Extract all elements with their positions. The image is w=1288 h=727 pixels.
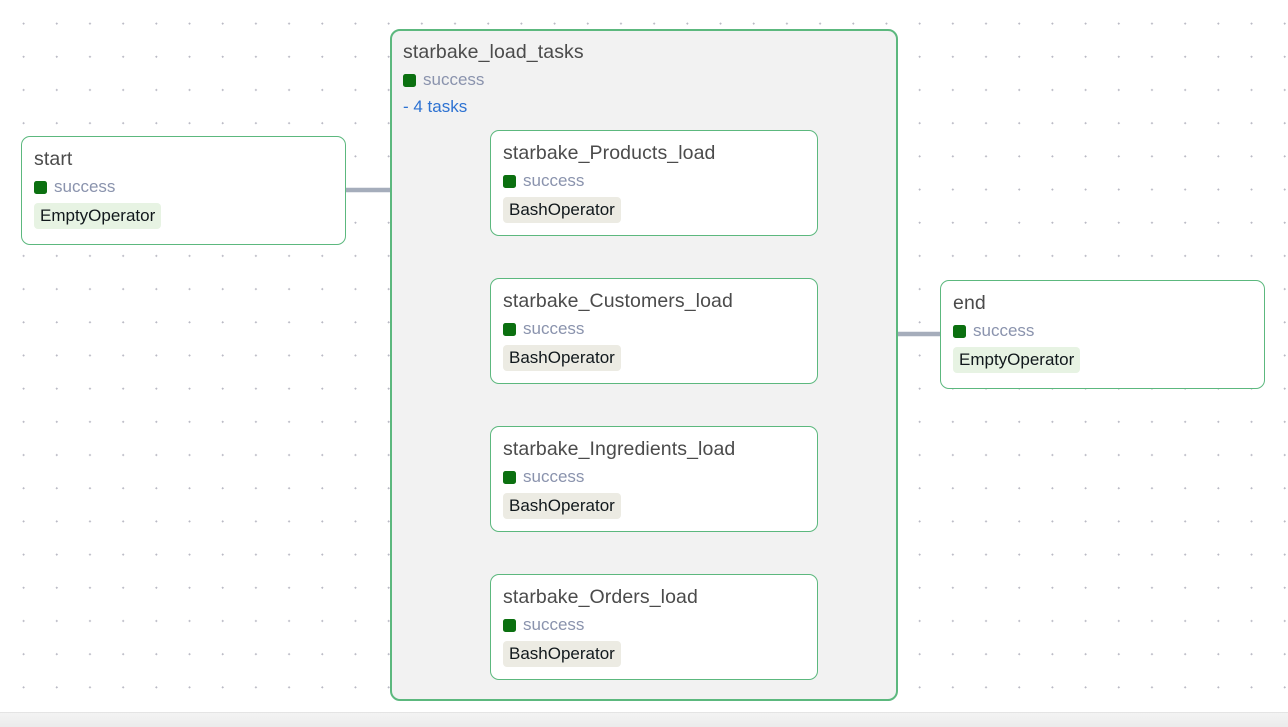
- task-node-status: success: [503, 171, 805, 191]
- task-node-status: success: [953, 321, 1252, 341]
- task-node-title: start: [34, 148, 73, 170]
- task-node-status-label: success: [54, 177, 116, 196]
- task-node-end[interactable]: end success EmptyOperator: [940, 280, 1265, 389]
- task-node-status: success: [503, 615, 805, 635]
- task-node-start[interactable]: start success EmptyOperator: [21, 136, 346, 245]
- dag-graph-canvas[interactable]: start success EmptyOperator starbake_loa…: [0, 0, 1288, 712]
- operator-badge: EmptyOperator: [953, 347, 1081, 373]
- task-node-starbake-products-load[interactable]: starbake_Products_load success BashOpera…: [490, 130, 818, 236]
- task-group-starbake-load-tasks[interactable]: starbake_load_tasks success - 4 tasks st…: [390, 29, 898, 701]
- task-node-status-label: success: [973, 321, 1035, 340]
- task-node-status: success: [503, 467, 805, 487]
- task-group-collapse-link[interactable]: - 4 tasks: [403, 97, 468, 116]
- task-node-status: success: [34, 177, 333, 197]
- status-square-success-icon: [34, 180, 47, 194]
- task-node-status-label: success: [523, 615, 585, 634]
- task-node-status: success: [503, 319, 805, 339]
- task-group-header[interactable]: starbake_load_tasks success - 4 tasks: [403, 39, 703, 117]
- status-square-success-icon: [503, 174, 516, 188]
- operator-badge: BashOperator: [503, 345, 621, 371]
- task-group-title: starbake_load_tasks: [403, 41, 584, 63]
- task-group-status-label: success: [423, 70, 485, 89]
- status-square-success-icon: [503, 322, 516, 336]
- task-node-starbake-orders-load[interactable]: starbake_Orders_load success BashOperato…: [490, 574, 818, 680]
- status-square-success-icon: [953, 324, 966, 338]
- status-square-success-icon: [503, 470, 516, 484]
- task-node-title: starbake_Orders_load: [503, 586, 698, 608]
- task-node-starbake-ingredients-load[interactable]: starbake_Ingredients_load success BashOp…: [490, 426, 818, 532]
- operator-badge: EmptyOperator: [34, 203, 162, 229]
- operator-badge: BashOperator: [503, 493, 621, 519]
- status-square-success-icon: [503, 618, 516, 632]
- task-node-title: end: [953, 292, 986, 314]
- task-node-status-label: success: [523, 171, 585, 190]
- operator-badge: BashOperator: [503, 641, 621, 667]
- status-square-success-icon: [403, 73, 416, 87]
- operator-badge: BashOperator: [503, 197, 621, 223]
- task-node-starbake-customers-load[interactable]: starbake_Customers_load success BashOper…: [490, 278, 818, 384]
- task-node-title: starbake_Products_load: [503, 142, 716, 164]
- task-node-status-label: success: [523, 319, 585, 338]
- bottom-status-bar: [0, 712, 1288, 727]
- task-node-status-label: success: [523, 467, 585, 486]
- task-group-status: success: [403, 70, 703, 90]
- task-node-title: starbake_Customers_load: [503, 290, 733, 312]
- task-node-title: starbake_Ingredients_load: [503, 438, 736, 460]
